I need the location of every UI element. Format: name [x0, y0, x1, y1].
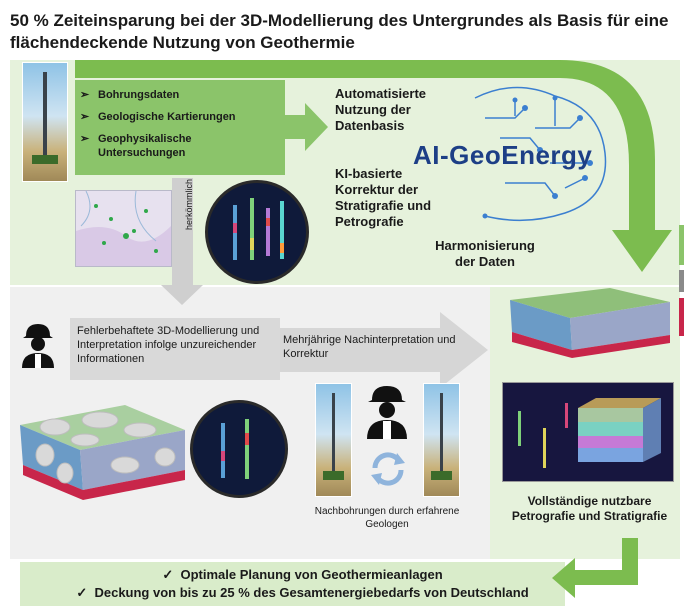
borehole-logs-image: [205, 180, 309, 284]
step-automated-use: Automatisierte Nutzung der Datenbasis: [335, 86, 427, 133]
result-label: Vollständige nutzbare Petrografie und St…: [511, 494, 668, 523]
problem-box: [70, 318, 280, 380]
legend-strip-red: [679, 298, 684, 336]
bullet-arrow-icon: ➢: [80, 133, 90, 145]
stratigraphy-cube-image: [502, 382, 674, 482]
cycle-arrows-icon: [371, 452, 405, 486]
geologist-icon-2: [367, 386, 407, 439]
step-harmonisation: Harmonisierung der Daten: [435, 238, 535, 269]
list-item: ✓ Deckung von bis zu 25 % des Gesamtener…: [76, 585, 529, 600]
drilling-rig-image-3: [423, 383, 460, 497]
problem-text: Fehlerbehaftete 3D-Modellierung und Inte…: [77, 325, 260, 365]
ai-brain-icon: [474, 86, 607, 222]
ai-geoenergy-label: AI-GeoEnergy: [413, 140, 593, 170]
nachinterpretation-arrow: [280, 312, 488, 388]
data-sources-list: ➢Bohrungsdaten ➢Geologische Kartierungen…: [80, 88, 280, 168]
step-ai-correction: KI-basierte Korrektur der Stratigrafie u…: [335, 166, 432, 229]
ai-flow-arrow: [75, 60, 672, 272]
outcome-panel: [20, 562, 565, 606]
data-sources-box: [75, 80, 285, 175]
geological-map-image: [75, 190, 172, 267]
redrilling-label: Nachbohrungen durch erfahrene Geologen: [314, 506, 460, 530]
check-icon: ✓: [162, 567, 174, 582]
herkoemmlich-label: herkömmlich: [184, 178, 194, 230]
drilling-rig-image-2: [315, 383, 352, 497]
page-title: 50 % Zeiteinsparung bei der 3D-Modellier…: [10, 11, 669, 52]
list-item: ➢Geologische Kartierungen: [80, 111, 236, 123]
legend-strip-grey: [679, 270, 684, 292]
geologist-icon: [22, 324, 54, 368]
3d-model-result-image: [510, 288, 670, 358]
data-to-ai-arrow: [285, 103, 328, 151]
reinterpretation-label: Mehrjährige Nachinterpretation und Korre…: [283, 334, 456, 360]
erroneous-3d-model-image: [20, 405, 185, 500]
herkoemmlich-arrow: [161, 178, 203, 305]
bullet-arrow-icon: ➢: [80, 89, 90, 101]
legend-strip-green: [679, 225, 684, 265]
result-to-outcome-arrow: [552, 538, 638, 598]
list-item: ✓ Optimale Planung von Geothermieanlagen: [162, 567, 443, 582]
list-item: ➢Bohrungsdaten: [80, 89, 180, 101]
drilling-rig-image: [22, 62, 68, 182]
bullet-arrow-icon: ➢: [80, 111, 90, 123]
borehole-logs-image-2: [190, 400, 288, 498]
list-item: ➢Geophysikalische Untersuchungen: [80, 133, 192, 159]
check-icon: ✓: [76, 585, 88, 600]
outcome-list: ✓ Optimale Planung von Geothermieanlagen…: [40, 566, 565, 602]
